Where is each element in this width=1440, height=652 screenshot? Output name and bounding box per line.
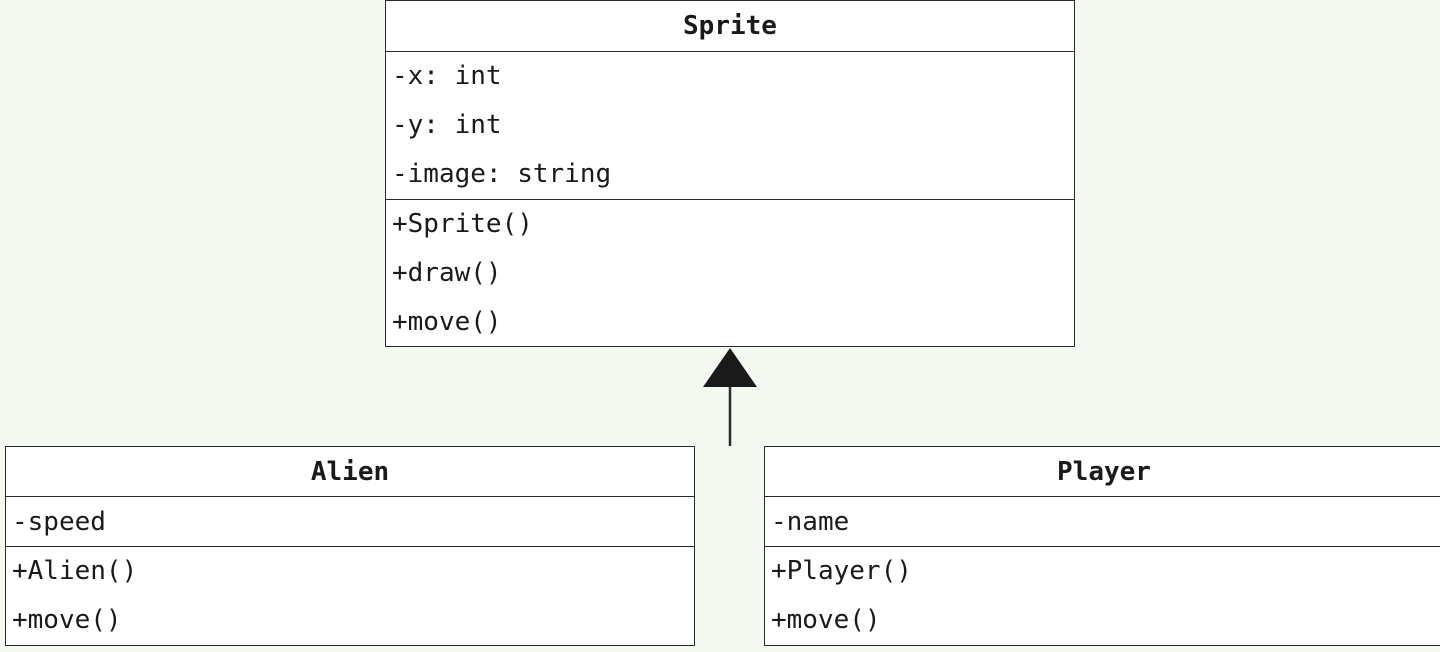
class-name-alien: Alien [6, 447, 694, 497]
sprite-attribute: -y: int [392, 110, 502, 140]
alien-attribute: -speed [12, 507, 106, 537]
sprite-method: +Sprite() [392, 209, 533, 239]
player-method: +move() [771, 605, 881, 635]
sprite-attributes: -x: int -y: int -image: string [386, 52, 1074, 200]
class-name-player: Player [765, 447, 1440, 497]
sprite-methods: +Sprite() +draw() +move() [386, 200, 1074, 347]
sprite-attribute: -image: string [392, 159, 612, 189]
alien-method: +Alien() [12, 556, 138, 586]
sprite-attribute: -x: int [392, 61, 502, 91]
class-box-player: Player -name +Player() +move() [764, 446, 1440, 646]
alien-methods: +Alien() +move() [6, 547, 694, 645]
class-name-sprite: Sprite [386, 1, 1074, 52]
class-box-sprite: Sprite -x: int -y: int -image: string +S… [385, 0, 1075, 347]
sprite-method: +draw() [392, 258, 502, 288]
inheritance-arrowhead [703, 348, 757, 387]
alien-method: +move() [12, 605, 122, 635]
alien-attributes: -speed [6, 497, 694, 547]
sprite-method: +move() [392, 307, 502, 337]
player-attributes: -name [765, 497, 1440, 547]
class-box-alien: Alien -speed +Alien() +move() [5, 446, 695, 646]
player-method: +Player() [771, 556, 912, 586]
player-methods: +Player() +move() [765, 547, 1440, 645]
player-attribute: -name [771, 507, 850, 537]
